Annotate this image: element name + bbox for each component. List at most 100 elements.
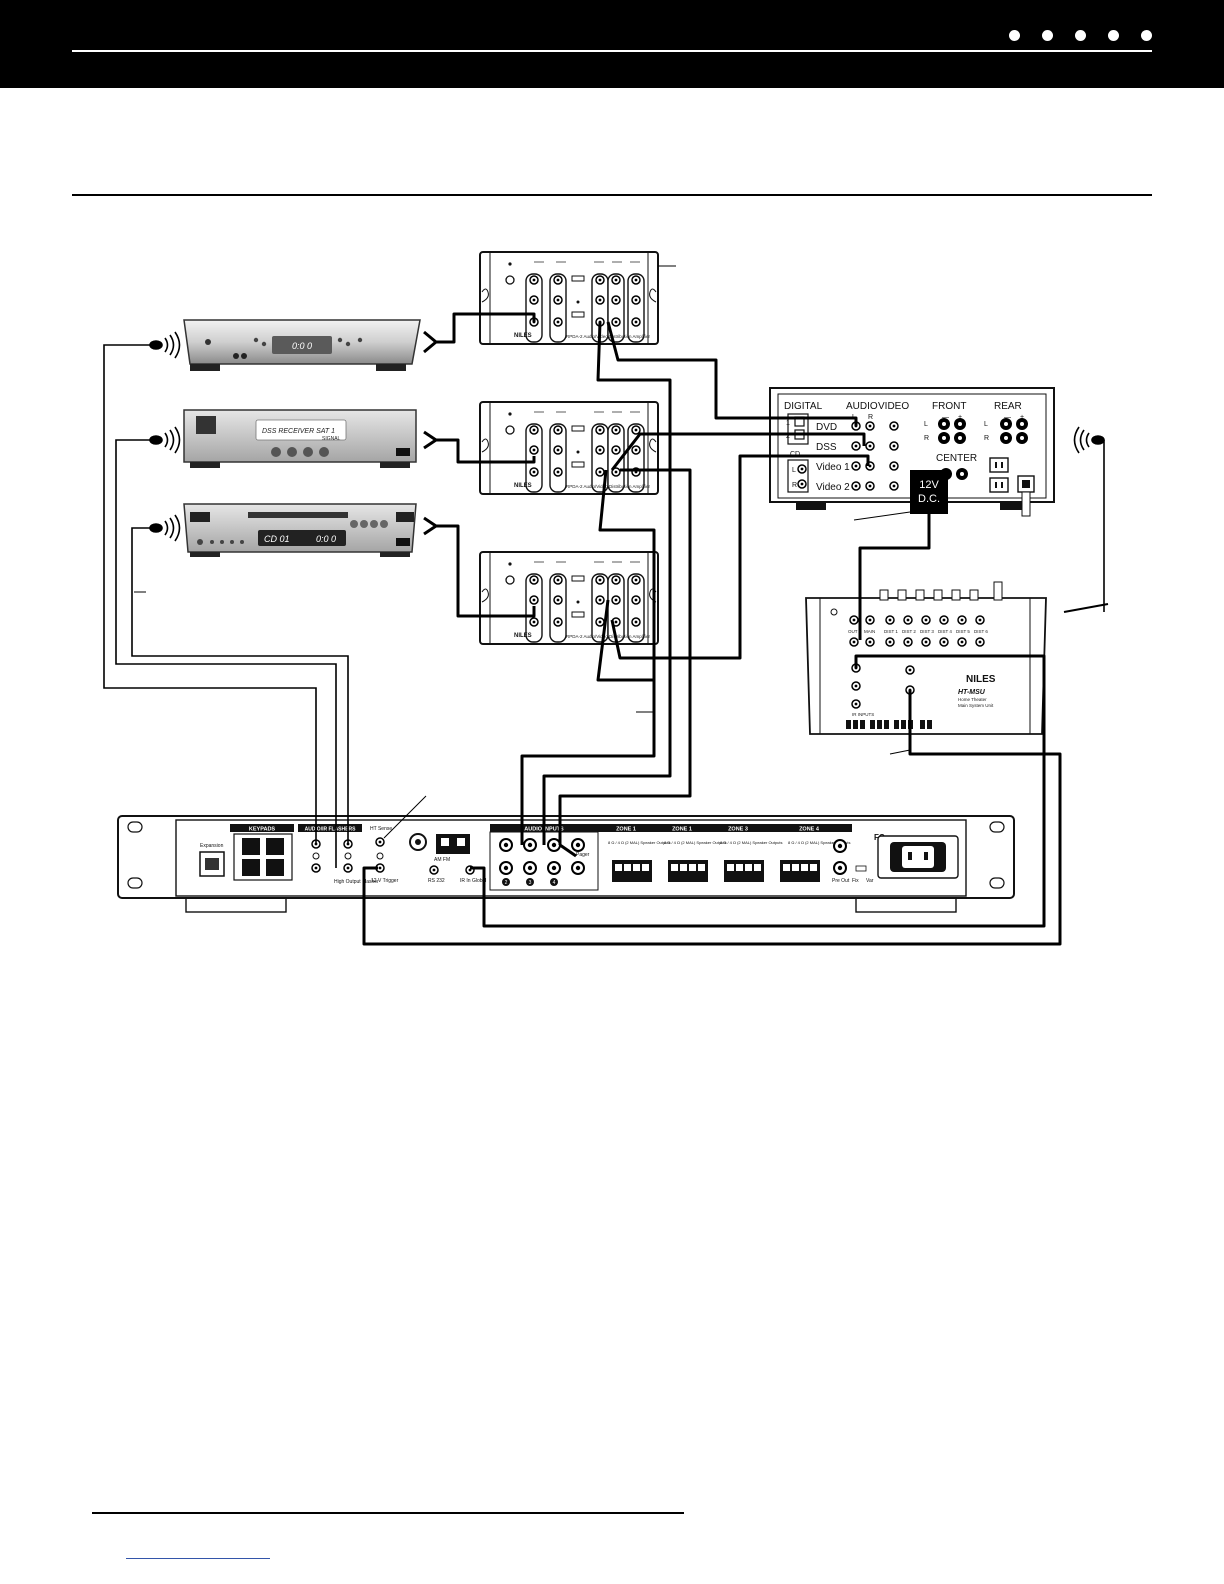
receiver-rear-r: R — [984, 435, 989, 442]
footer-rule — [92, 1512, 684, 1514]
footer-link-line — [126, 1558, 270, 1559]
zone-amp-pre-out-label: Pre Out — [832, 878, 850, 884]
dss-receiver: DSS RECEIVER SAT 1 SIGNAL — [183, 409, 417, 468]
ht-msu-port-dist3: DIST 3 — [920, 629, 934, 634]
cd-display-right: 0:0 0 — [316, 534, 336, 544]
ht-msu-unit: OUT MAIN DIST 1 DIST 2 DIST 3 DIST 4 DIS… — [805, 581, 1047, 735]
receiver-rear-minus: — — [1004, 414, 1011, 421]
header-dots — [1009, 30, 1152, 41]
receiver-input-video1: Video 1 — [816, 462, 850, 473]
receiver-front-l: L — [924, 421, 928, 428]
zone-4-outputs: ZONE 4 8 Ω / 4 Ω (2 MAL) Speaker Outputs — [766, 824, 852, 882]
receiver-input-dvd: DVD — [816, 422, 837, 433]
dss-display-text: DSS RECEIVER SAT 1 — [262, 428, 335, 435]
receiver-digital-port-2: 2 — [786, 433, 790, 440]
receiver-rear-label: REAR — [994, 401, 1022, 412]
ht-msu-port-dist1: DIST 1 — [884, 629, 898, 634]
page-header — [0, 0, 1224, 88]
zone-4-label: ZONE 4 — [799, 827, 820, 833]
receiver-rear-plus: + — [1020, 414, 1024, 421]
zone-3-outputs: ZONE 3 8 Ω / 4 Ω (2 MAL) Speaker Outputs — [710, 824, 782, 882]
callout-line — [383, 795, 427, 839]
header-rule — [72, 50, 1152, 52]
receiver-front-r: R — [924, 435, 929, 442]
zone-1-outputs: ZONE 1 8 Ω / 4 Ω (2 MAL) Speaker Outputs — [598, 824, 670, 882]
ht-msu-subtitle-1: Home Theater — [958, 697, 987, 702]
receiver-front-label: FRONT — [932, 401, 966, 412]
zone-amp-input-2: 2 — [505, 880, 508, 886]
dvd-display-text: 0:0 0 — [292, 341, 312, 351]
zone-amp-ir-flashers-label: AUDIO/IR FLASHERS — [305, 827, 357, 833]
wiring-diagram: 0:0 0 DSS RECEIVER SAT 1 SIGNAL CD 01 0:… — [103, 0, 1109, 946]
dvd-player: 0:0 0 — [183, 319, 421, 371]
receiver-audio-label: AUDIO — [846, 401, 878, 412]
dss-signal-text: SIGNAL — [322, 436, 341, 442]
receiver-cd-r: R — [792, 482, 797, 489]
ht-msu-subtitle-2: Main System Unit — [958, 703, 994, 708]
ir-flasher-cables — [103, 344, 1105, 868]
receiver-rear-l: L — [984, 421, 988, 428]
dist-amp-brand: NILES — [514, 633, 532, 639]
receiver-front-minus: — — [942, 414, 949, 421]
receiver-input-video2: Video 2 — [816, 482, 850, 493]
ht-msu-brand: NILES — [966, 674, 996, 685]
zone-4-sub: 8 Ω / 4 Ω (2 MAL) Speaker Outputs — [788, 840, 850, 845]
zone-amp-input-4: 4 — [553, 880, 556, 886]
cd-display-left: CD 01 — [264, 534, 290, 544]
zone-1-label: ZONE 1 — [616, 827, 636, 833]
zone-2-sub: 8 Ω / 4 Ω (2 MAL) Speaker Outputs — [664, 840, 726, 845]
signal-cables — [362, 312, 1062, 946]
distribution-amp-1: NILES RPDA-2 Audio/Video Distribution Am… — [480, 252, 658, 344]
zone-amp-input-3: 3 — [529, 880, 532, 886]
zone-2-outputs: ZONE 1 8 Ω / 4 Ω (2 MAL) Speaker Outputs — [654, 824, 726, 882]
header-dot — [1009, 30, 1020, 41]
callout-line — [889, 749, 911, 755]
receiver-audio-r: R — [868, 414, 873, 421]
zone-amp-ht-sense-label: HT Sense — [370, 826, 392, 832]
header-dot — [1042, 30, 1053, 41]
receiver-input-dss: DSS — [816, 442, 837, 453]
header-dot — [1108, 30, 1119, 41]
ht-msu-port-dist4: DIST 4 — [938, 629, 952, 634]
ir-emitter-cd — [149, 514, 181, 542]
distribution-amp-2: NILES RPDA-2 Audio/Video Distribution Am… — [480, 402, 658, 494]
ht-msu-port-dist6: DIST 6 — [974, 629, 988, 634]
zone-amp-ir-in-label: IR In Global — [460, 878, 486, 884]
zone-amp-amfm-label: AM FM — [434, 857, 450, 863]
zone-1-sub: 8 Ω / 4 Ω (2 MAL) Speaker Outputs — [608, 840, 670, 845]
ht-msu-model: HT-MSU — [958, 689, 986, 696]
ir-emitter-dss — [149, 426, 181, 454]
ir-emitter-cable — [1063, 603, 1109, 613]
section-rule — [72, 194, 1152, 196]
zone-amp-expansion-label: Expansion — [200, 843, 224, 849]
power-supply-line2: D.C. — [918, 493, 940, 505]
receiver-digital-port-1: 1 — [786, 420, 790, 427]
header-dot — [1075, 30, 1086, 41]
zone-3-sub: 8 Ω / 4 Ω (2 MAL) Speaker Outputs — [720, 840, 782, 845]
power-supply-12v: 12V D.C. — [910, 470, 948, 514]
zone-amp-high-output-label: High Output Flasher — [334, 879, 379, 885]
ir-emitter-receiver — [1073, 426, 1105, 454]
callout-line — [853, 511, 911, 521]
zone-3-label: ZONE 3 — [728, 827, 748, 833]
dist-amp-brand: NILES — [514, 483, 532, 489]
power-supply-line1: 12V — [919, 479, 939, 491]
receiver-center-label: CENTER — [936, 453, 977, 464]
receiver-cd-l: L — [792, 467, 796, 474]
ht-msu-port-dist5: DIST 5 — [956, 629, 970, 634]
zone-amp-var-label: Var — [866, 878, 874, 884]
distribution-amp-3: NILES RPDA-2 Audio/Video Distribution Am… — [480, 552, 658, 644]
zone-amplifier: Expansion KEYPADS AUDIO/IR FLASHERS High… — [117, 815, 1015, 913]
dist-amp-model: RPDA-2 Audio/Video Distribution Amplifie… — [566, 634, 650, 639]
ht-msu-port-main: MAIN — [864, 629, 875, 634]
zone-amp-pager-label: Pager — [576, 852, 590, 858]
receiver-front-plus: + — [958, 414, 962, 421]
dist-amp-brand: NILES — [514, 333, 532, 339]
ir-emitter-dvd — [149, 331, 181, 359]
ht-msu-port-out: OUT — [848, 629, 858, 634]
receiver-video-label: VIDEO — [878, 401, 909, 412]
zone-amp-keypads-label: KEYPADS — [249, 827, 276, 833]
header-dot — [1141, 30, 1152, 41]
receiver-digital-label: DIGITAL — [784, 401, 823, 412]
cd-player: CD 01 0:0 0 — [183, 503, 417, 557]
